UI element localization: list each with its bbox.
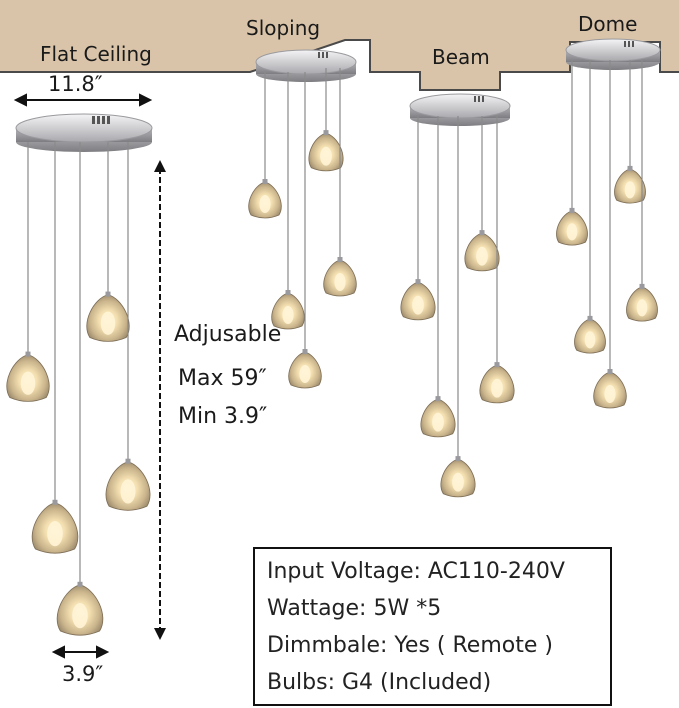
crystal-pendant	[56, 581, 104, 636]
crystal-pendant	[574, 315, 606, 354]
beam-ceiling-label: Beam	[432, 45, 490, 69]
crystal-pendant	[440, 456, 476, 498]
crystal-pendant	[593, 369, 627, 409]
crystal-pendant	[86, 291, 130, 342]
crystal-pendant	[626, 283, 658, 322]
sloping-canopy	[255, 49, 357, 82]
spec-dimmable: Dimmbale: Yes ( Remote )	[267, 633, 553, 658]
crystal-pendant	[420, 396, 456, 438]
drop-length-arrow	[154, 160, 166, 640]
crystal-pendant	[288, 349, 322, 389]
max-length-label: Max 59″	[178, 366, 267, 391]
pendant-width-arrow	[51, 645, 110, 659]
crystal-pendant	[479, 362, 515, 404]
crystal-pendant	[614, 165, 646, 204]
min-length-label: Min 3.9″	[178, 404, 268, 429]
crystal-pendant	[464, 230, 500, 272]
canopy-width-label: 11.8″	[48, 72, 103, 96]
ceiling-band	[0, 0, 679, 90]
crystal-pendant	[6, 351, 50, 402]
crystal-pendant	[31, 499, 79, 554]
crystal-pendant	[556, 207, 588, 246]
canopy-width-arrow	[13, 93, 153, 107]
dome-canopy	[565, 38, 661, 70]
pendant-width-label: 3.9″	[62, 662, 104, 686]
dome-ceiling-label: Dome	[578, 12, 638, 36]
beam-canopy	[409, 93, 511, 126]
crystal-pendant	[248, 179, 282, 219]
crystal-pendant	[323, 257, 357, 297]
flat-canopy	[15, 113, 153, 152]
spec-voltage: Input Voltage: AC110-240V	[267, 559, 565, 584]
crystal-pendant	[105, 458, 151, 511]
spec-bulbs: Bulbs: G4 (Included)	[267, 670, 492, 695]
pendant-group	[6, 60, 658, 636]
spec-wattage: Wattage: 5W *5	[267, 596, 442, 621]
crystal-pendant	[400, 279, 436, 321]
flat-ceiling-label: Flat Ceiling	[40, 42, 152, 66]
sloping-ceiling-label: Sloping	[246, 16, 321, 40]
crystal-pendant	[308, 130, 344, 172]
crystal-pendant	[271, 290, 305, 330]
adjustable-label: Adjusable	[174, 322, 282, 347]
spec-box: Input Voltage: AC110-240V Wattage: 5W *5…	[253, 547, 612, 706]
